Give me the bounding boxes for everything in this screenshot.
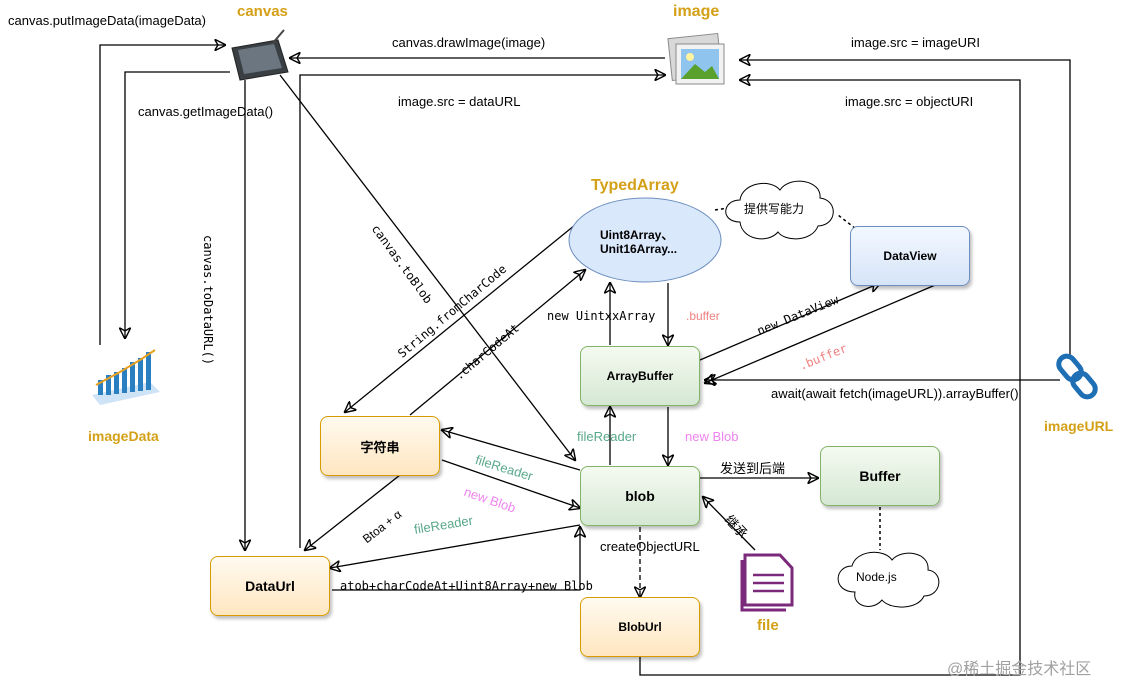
label-atob: atob+charCodeAt+Uint8Array+new Blob — [340, 579, 593, 593]
tablet-icon — [231, 29, 289, 81]
label-new-uintxx: new UintxxArray — [547, 309, 656, 323]
label-send-backend: 发送到后端 — [720, 461, 786, 476]
edge-char-code-at — [409, 270, 585, 416]
image-title: image — [673, 3, 720, 20]
canvas-title: canvas — [237, 3, 288, 20]
edge-dataurl-to-image — [299, 75, 665, 548]
bar-chart-icon — [92, 349, 160, 405]
dataurl-node: DataUrl — [210, 556, 330, 616]
edge-from-char-code — [345, 224, 576, 412]
link-icon — [1056, 353, 1098, 400]
edge-buffer2 — [705, 282, 941, 383]
label-image-src-imageurl: image.src = imageURI — [851, 35, 980, 50]
edge-file-reader3 — [330, 524, 581, 568]
edge-file-reader2 — [442, 430, 581, 471]
label-buffer1: .buffer — [686, 309, 720, 323]
label-image-src-dataurl: image.src = dataURL — [398, 94, 521, 109]
bloburl-node: BlobUrl — [580, 597, 700, 657]
cloud-nodejs-label: Node.js — [856, 570, 897, 584]
file-icon — [740, 553, 794, 612]
edge-atob — [332, 527, 580, 591]
edge-inherit — [703, 497, 756, 551]
cloud-write-shape — [725, 180, 834, 240]
imagedata-title: imageData — [88, 428, 159, 444]
edge-objecturl-to-image — [639, 80, 1021, 676]
label-create-object-url: createObjectURL — [600, 539, 700, 554]
typedarray-line2: Unit16Array... — [600, 242, 678, 256]
edge-dataview-cloud — [837, 214, 861, 233]
string-node: 字符串 — [320, 416, 440, 476]
label-draw-image: canvas.drawImage(image) — [392, 35, 546, 50]
label-file-reader1: fileReader — [577, 429, 637, 444]
label-get-image-data: canvas.getImageData() — [138, 104, 274, 119]
edge-get-image-data — [125, 71, 230, 338]
label-await-fetch: await(await fetch(imageURL)).arrayBuffer… — [771, 386, 1019, 401]
typedarray-ellipse — [568, 197, 722, 283]
picture-icon — [667, 32, 725, 85]
buffer-node: Buffer — [820, 446, 940, 506]
arraybuffer-node: ArrayBuffer — [580, 346, 700, 406]
label-to-data-url: canvas.toDataURL() — [201, 235, 215, 366]
edge-put-image-data — [99, 45, 225, 345]
blob-node: blob — [580, 466, 700, 526]
watermark: @稀土掘金技术社区 — [947, 661, 1092, 678]
edge-new-blob2 — [441, 459, 580, 508]
label-put-image-data: canvas.putImageData(imageData) — [8, 13, 206, 28]
cloud-write-label: 提供写能力 — [744, 202, 805, 216]
label-new-blob1: new Blob — [685, 429, 739, 444]
typedarray-title: TypedArray — [591, 177, 679, 194]
label-image-src-objecturl: image.src = objectURI — [845, 94, 974, 109]
typedarray-line1: Uint8Array、 — [600, 228, 674, 242]
edge-btoa — [305, 474, 401, 550]
edge-typedarray-cloud — [714, 207, 729, 211]
edge-to-blob — [279, 74, 575, 460]
edge-new-dataview — [699, 283, 880, 361]
file-title: file — [757, 617, 779, 634]
dataview-node: DataView — [850, 226, 970, 286]
edge-imageurl-to-image — [740, 60, 1071, 355]
cloud-nodejs-shape — [837, 551, 940, 608]
imageurl-title: imageURL — [1044, 418, 1114, 434]
